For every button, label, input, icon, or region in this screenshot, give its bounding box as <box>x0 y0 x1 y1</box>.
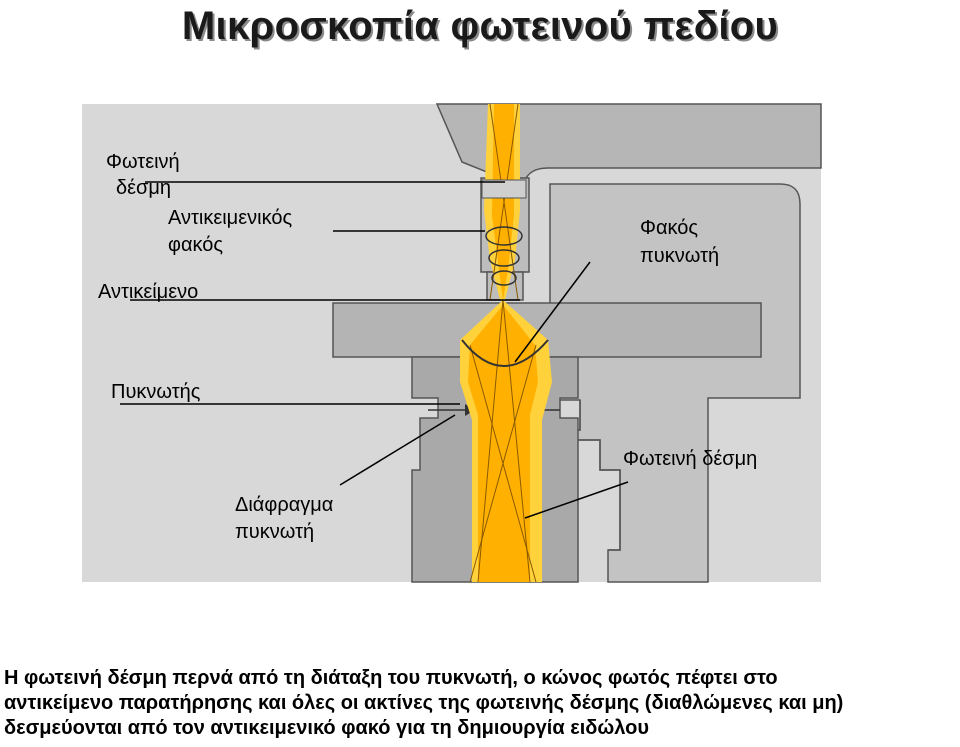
caption: Η φωτεινή δέσμη περνά από τη διάταξη του… <box>4 666 960 741</box>
page-title: Μικροσκοπία φωτεινού πεδίου <box>181 4 779 48</box>
label-diaphragm: Διάφραγμα <box>235 494 333 516</box>
caption-line-1: Η φωτεινή δέσμη περνά από τη διάταξη του… <box>4 667 778 689</box>
leader-lines <box>120 181 629 519</box>
caption-line-2: αντικείμενο παρατήρησης και όλες οι ακτί… <box>4 692 844 714</box>
beam-ray-lines <box>469 103 537 583</box>
caption-line-3: δεσμεύονται από τον αντικειμενικό φακό γ… <box>4 717 650 739</box>
condenser-front-lens <box>461 339 549 367</box>
label-specimen: Αντικείμενο <box>98 281 198 303</box>
label-light-beam-top: Φωτεινή <box>106 151 180 173</box>
label-objective: Αντικειμενικός <box>168 207 292 229</box>
label-condenser-lens: Φακός <box>640 217 698 239</box>
label-objective-2: φακός <box>168 234 223 256</box>
label-condenser-lens-2: πυκνωτή <box>640 245 719 267</box>
label-light-beam-top-2: δέσμη <box>116 177 171 199</box>
label-condenser: Πυκνωτής <box>111 381 201 403</box>
label-diaphragm-2: πυκνωτή <box>235 521 314 543</box>
label-light-beam-bottom: Φωτεινή δέσμη <box>623 448 757 470</box>
beam-lower-core <box>468 305 538 582</box>
objective-lens-elements <box>485 226 523 286</box>
objective-collar <box>481 179 527 199</box>
